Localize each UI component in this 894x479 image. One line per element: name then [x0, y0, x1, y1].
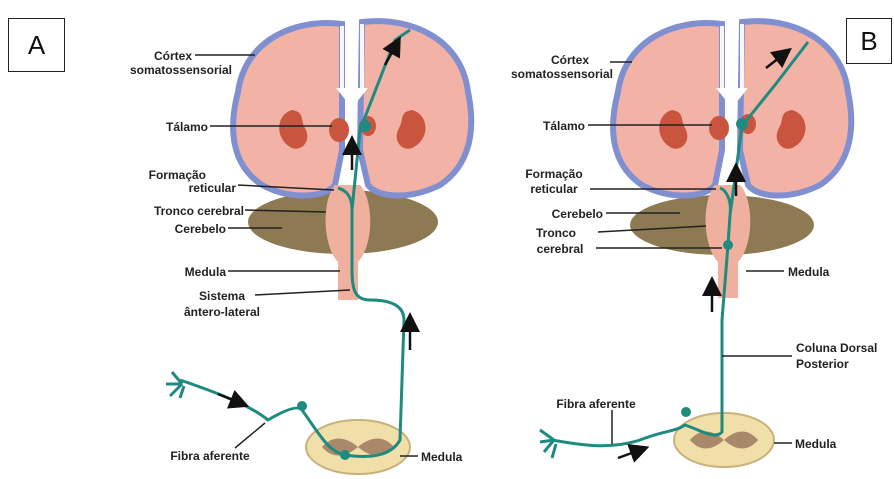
- panel-a-thalamus: [329, 118, 349, 142]
- panel-b-label-reticular-2: reticular: [530, 182, 578, 196]
- panel-a-label-brainstem: Tronco cerebral: [154, 204, 244, 218]
- panel-b-label-dorsal-1: Coluna Dorsal: [796, 341, 877, 355]
- panel-a-label-reticular-2: reticular: [189, 181, 237, 195]
- panel-b-ganglion: [681, 407, 691, 417]
- panel-b-label-medulla: Medula: [788, 265, 830, 279]
- panel-b-label-cortex-1: Córtex: [551, 53, 589, 67]
- panel-a-diagram: Córtex somatossensorial Tálamo Formação …: [130, 21, 471, 474]
- panel-b-label-cerebellum: Cerebelo: [552, 207, 603, 221]
- panel-a-label-reticular-1: Formação: [149, 168, 206, 182]
- panel-b-label-reticular-1: Formação: [525, 167, 582, 181]
- panel-b-label-brainstem-2: cerebral: [537, 242, 584, 256]
- panel-b-label-afferent: Fibra aferente: [556, 397, 636, 411]
- panel-b-label-thalamus: Tálamo: [543, 119, 585, 133]
- panel-b-label-dorsal-2: Posterior: [796, 357, 849, 371]
- panel-a-label-cortex-2: somatossensorial: [130, 63, 232, 77]
- panel-a-ganglion: [297, 401, 307, 411]
- panel-a-label-afferent: Fibra aferente: [170, 449, 250, 463]
- panel-a-label-system-1: Sistema: [199, 289, 245, 303]
- panel-a-brainstem: [326, 185, 371, 300]
- panel-b-cortex-left: [613, 23, 722, 195]
- panel-a-label-system-2: ântero-lateral: [184, 305, 260, 319]
- panel-a-cortex-left: [233, 23, 342, 195]
- panel-a-label-spinal: Medula: [421, 450, 463, 464]
- panel-b-label-cortex-2: somatossensorial: [511, 67, 613, 81]
- panel-a-label-cerebellum: Cerebelo: [175, 222, 226, 236]
- panel-b-label-brainstem-1: Tronco: [536, 226, 576, 240]
- panel-a-cortex-right: [360, 21, 471, 195]
- panel-a-label-thalamus: Tálamo: [166, 120, 208, 134]
- panel-b-label-spinal: Medula: [795, 437, 837, 451]
- panel-b-thalamus: [709, 116, 729, 140]
- panel-b-diagram: Córtex somatossensorial Tálamo Formação …: [511, 21, 877, 467]
- panel-a-label-cortex-1: Córtex: [154, 49, 192, 63]
- panel-a-label-medulla: Medula: [185, 265, 227, 279]
